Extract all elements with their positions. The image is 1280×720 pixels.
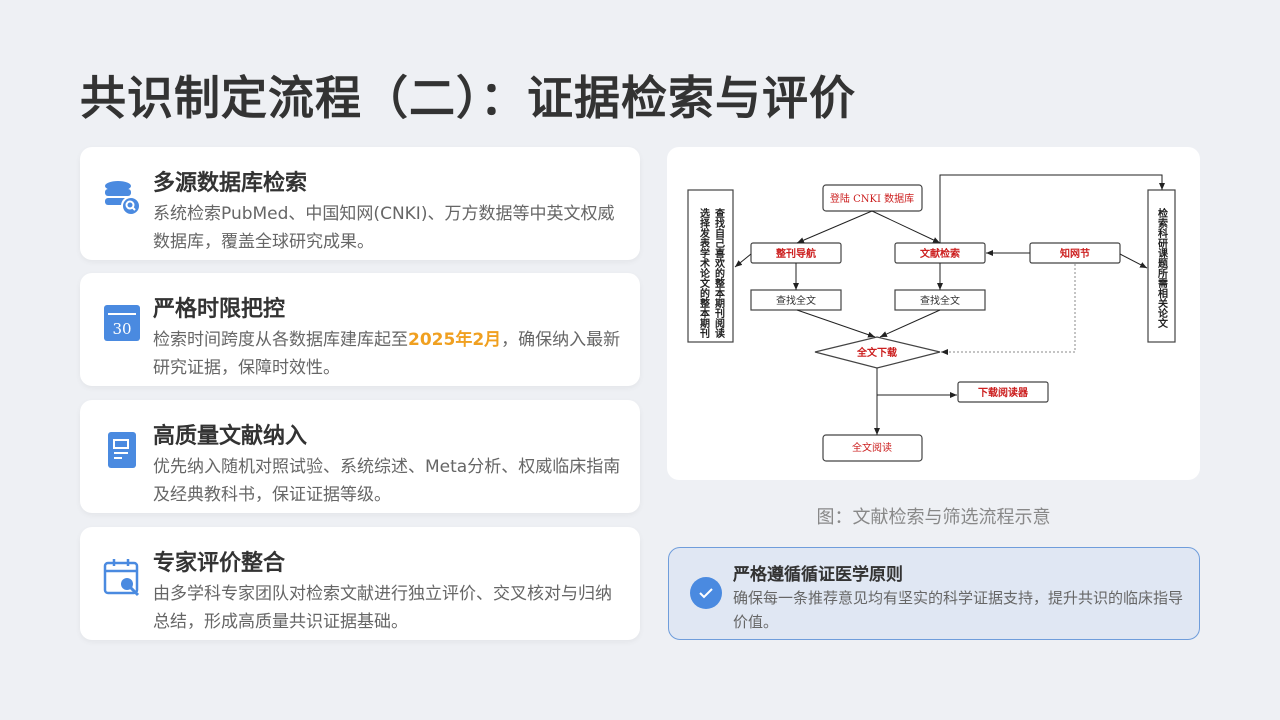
flowchart: 登陆 CNKI 数据库 整刊导航 文献检索 知网节 查找全文 查找全文 全文下载… bbox=[687, 174, 1176, 462]
desc-text: ，确保纳入最新研究证据，保障时效性。 bbox=[153, 330, 621, 378]
download-label: 全文下载 bbox=[856, 346, 897, 359]
read-label: 全文阅读 bbox=[852, 441, 892, 454]
find-full-label: 查找全文 bbox=[920, 294, 960, 307]
callout-title: 严格遵循循证医学原则 bbox=[733, 565, 903, 585]
desc-text: 检索时间跨度从各数据库建库起至 bbox=[153, 330, 408, 350]
card-title: 高质量文献纳入 bbox=[153, 424, 308, 449]
reader-label: 下载阅读器 bbox=[978, 386, 1029, 399]
read-box bbox=[822, 434, 923, 462]
calendar-search-icon bbox=[103, 559, 140, 597]
card-high-quality-literature: 高质量文献纳入 优先纳入随机对照试验、系统综述、Meta分析、权威临床指南及经典… bbox=[80, 400, 640, 513]
cnki-node-label: 知网节 bbox=[1059, 247, 1090, 260]
card-desc: 系统检索PubMed、中国知网(CNKI)、万方数据等中英文权威数据库，覆盖全球… bbox=[153, 204, 615, 252]
card-desc: 由多学科专家团队对检索文献进行独立评价、交叉核对与归纳总结，形成高质量共识证据基… bbox=[153, 584, 612, 632]
flowchart-figure: 登陆 CNKI 数据库 整刊导航 文献检索 知网节 查找全文 查找全文 全文下载… bbox=[667, 147, 1200, 480]
left-note-box bbox=[687, 189, 734, 343]
login-label: 登陆 CNKI 数据库 bbox=[830, 192, 914, 205]
card-title: 专家评价整合 bbox=[153, 551, 286, 576]
card-desc: 优先纳入随机对照试验、系统综述、Meta分析、权威临床指南及经典教科书，保证证据… bbox=[153, 457, 621, 505]
left-note-text-1: 查找自己喜欢的整本期刊阅读 bbox=[713, 207, 726, 339]
calendar-30-icon: 30 bbox=[104, 305, 140, 341]
right-note-box bbox=[1147, 189, 1176, 343]
card-time-limit: 30 严格时限把控 检索时间跨度从各数据库建库起至2025年2月，确保纳入最新研… bbox=[80, 273, 640, 386]
principle-callout: 严格遵循循证医学原则 确保每一条推荐意见均有坚实的科学证据支持，提升共识的临床指… bbox=[668, 547, 1200, 640]
download-diamond bbox=[814, 336, 941, 369]
reader-box bbox=[957, 381, 1049, 403]
journal-nav-label: 整刊导航 bbox=[775, 247, 816, 260]
card-expert-review: 专家评价整合 由多学科专家团队对检索文献进行独立评价、交叉核对与归纳总结，形成高… bbox=[80, 527, 640, 640]
highlight-date: 2025年2月 bbox=[408, 330, 502, 350]
figure-caption: 图：文献检索与筛选流程示意 bbox=[816, 507, 1051, 528]
card-multi-source-search: 多源数据库检索 系统检索PubMed、中国知网(CNKI)、万方数据等中英文权威… bbox=[80, 147, 640, 260]
card-title: 严格时限把控 bbox=[153, 297, 286, 322]
find-full-label: 查找全文 bbox=[776, 294, 816, 307]
database-search-icon bbox=[105, 181, 141, 216]
card-title: 多源数据库检索 bbox=[153, 171, 308, 196]
left-note-text-2: 选择发表学术论文的整本期刊 bbox=[698, 207, 711, 339]
svg-text:30: 30 bbox=[112, 320, 131, 338]
card-desc: 检索时间跨度从各数据库建库起至2025年2月，确保纳入最新研究证据，保障时效性。 bbox=[153, 326, 623, 382]
document-icon bbox=[108, 432, 136, 468]
callout-desc: 确保每一条推荐意见均有坚实的科学证据支持，提升共识的临床指导价值。 bbox=[733, 589, 1184, 631]
check-circle-icon bbox=[690, 577, 722, 609]
lit-search-label: 文献检索 bbox=[920, 247, 960, 260]
right-note-text: 检索科研课题所需相关论文 bbox=[1156, 207, 1168, 329]
page-title: 共识制定流程（二）：证据检索与评价 bbox=[80, 71, 856, 125]
